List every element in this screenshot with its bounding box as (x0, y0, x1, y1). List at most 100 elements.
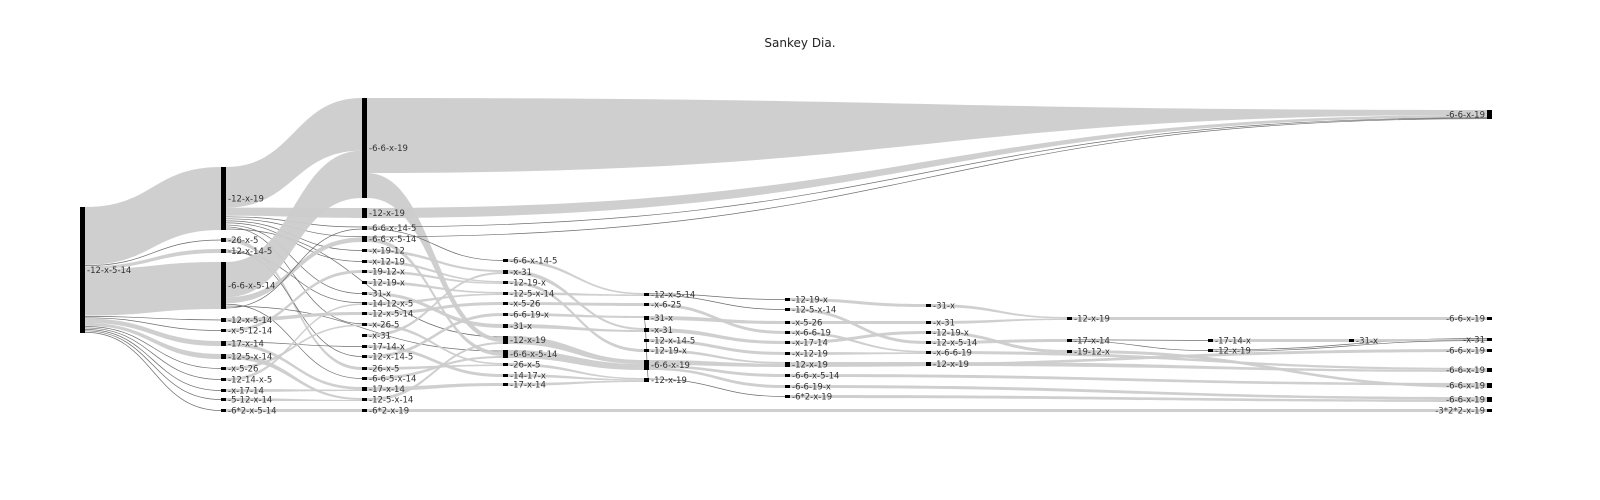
sankey-node-label: -12-x-14-5 (651, 337, 695, 347)
sankey-node (503, 363, 508, 366)
sankey-node-label: -x-6-6-19 (792, 329, 831, 339)
sankey-node (1349, 339, 1354, 342)
sankey-node (926, 331, 931, 334)
sankey-link (366, 228, 504, 261)
sankey-node-label: -6-6-x-5-14 (792, 372, 839, 382)
sankey-node-label: -17-14-x (369, 343, 405, 353)
sankey-link (367, 238, 503, 356)
sankey-node-label: -x-17-14 (792, 339, 828, 349)
sankey-node-label: -26-x-5 (228, 236, 258, 246)
sankey-node (362, 226, 367, 230)
sankey-node (503, 350, 508, 358)
sankey-node (503, 383, 508, 386)
sankey-link (226, 342, 362, 390)
sankey-node (503, 336, 508, 344)
sankey-node (362, 302, 367, 305)
sankey-link (508, 380, 644, 386)
sankey-node-label: -19-12-x (369, 268, 405, 278)
sankey-link (1354, 339, 1487, 342)
sankey-link (226, 237, 362, 304)
sankey-link (84, 326, 222, 369)
sankey-node-label: -14-12-x-5 (369, 300, 413, 310)
sankey-link (225, 226, 363, 325)
sankey-link (84, 330, 222, 400)
sankey-node-label: -6-6-5-x-14 (369, 375, 416, 385)
sankey-node (221, 367, 226, 370)
sankey-link (931, 351, 1487, 370)
sankey-node-label: -x-5-12-14 (228, 327, 272, 337)
sankey-node-label: -12-x-19 (228, 195, 264, 205)
sankey-link (508, 313, 644, 318)
sankey-link (367, 323, 503, 365)
sankey-node (1067, 317, 1072, 320)
sankey-link (931, 339, 1067, 344)
sankey-link (508, 363, 644, 380)
sankey-node (362, 270, 367, 273)
sankey-node (785, 362, 790, 367)
sankey-node (644, 349, 649, 352)
sankey-node (926, 341, 931, 344)
sankey-node-label: -6-6-x-19 (369, 144, 408, 154)
sankey-node-label: -31-x (369, 290, 391, 300)
sankey-node (1487, 397, 1492, 402)
sankey-node-label: -6-6-x-19 (1446, 382, 1485, 392)
sankey-node (503, 292, 508, 295)
sankey-node (785, 374, 790, 377)
sankey-link (367, 356, 503, 380)
sankey-node (503, 374, 508, 377)
sankey-node-label: -12-x-5-14 (933, 339, 977, 349)
sankey-node (503, 259, 508, 262)
sankey-node (362, 323, 367, 326)
sankey-node (362, 260, 367, 263)
sankey-link (226, 389, 362, 392)
sankey-node (221, 378, 226, 381)
sankey-node (644, 316, 649, 320)
sankey-node-label: -26-x-5 (510, 361, 540, 371)
sankey-node-label: -6-6-x-19 (1446, 366, 1485, 376)
sankey-node-label: -12-x-19 (651, 376, 687, 386)
sankey-link (790, 352, 926, 355)
sankey-link (1071, 339, 1209, 341)
sankey-link (931, 318, 1067, 324)
sankey-node-label: -12-5-x-14 (369, 396, 413, 406)
nodes-layer: -12-x-5-14 -12-x-19 -26-x-5 -12-x-14-5 -6-6-… (80, 98, 1492, 417)
sankey-link (226, 303, 362, 381)
sankey-node-label: -x-19-12 (369, 247, 405, 257)
sankey-link (225, 228, 363, 309)
sankey-node (1487, 317, 1492, 320)
sankey-node-label: -x-6-25 (651, 301, 681, 311)
sankey-node (1487, 110, 1492, 119)
sankey-node-label: -6-6-x-14-5 (510, 257, 557, 267)
sankey-node-label: -17-x-14 (1074, 337, 1110, 347)
sankey-node (221, 249, 226, 253)
sankey-node-label: -6-6-x-5-14 (369, 235, 416, 245)
sankey-node-label: -31-x (933, 302, 955, 312)
sankey-node-label: -6-6-x-5-14 (510, 350, 557, 360)
sankey-node-label: -6-6-x-19 (1446, 347, 1485, 357)
sankey-node-label: -6-6-x-19 (1446, 315, 1485, 325)
sankey-link (85, 167, 221, 265)
sankey-node (362, 387, 367, 391)
sankey-node (644, 339, 649, 342)
sankey-link (226, 354, 362, 400)
sankey-link (367, 313, 503, 358)
sankey-node (785, 331, 790, 334)
sankey-node-label: -12-x-19 (1215, 347, 1251, 357)
sankey-node (221, 341, 226, 346)
sankey-link (931, 304, 1067, 319)
sankey-node-label: -6*2-x-5-14 (228, 407, 277, 417)
sankey-link (790, 395, 1487, 402)
sankey-node-label: -6-6-x-14-5 (369, 224, 416, 234)
diagram-title: Sankey Dia. (764, 36, 836, 50)
sankey-node-label: -x-31 (651, 326, 673, 336)
sankey-link (508, 336, 644, 364)
sankey-node (362, 345, 367, 348)
sankey-node-label: -x-5-26 (792, 319, 822, 329)
sankey-node (362, 367, 367, 370)
sankey-node-label: -12-x-19 (369, 209, 405, 219)
sankey-node (926, 321, 931, 324)
sankey-node (362, 377, 367, 380)
sankey-link (226, 150, 362, 298)
sankey-link (649, 367, 785, 388)
sankey-node (644, 293, 649, 296)
